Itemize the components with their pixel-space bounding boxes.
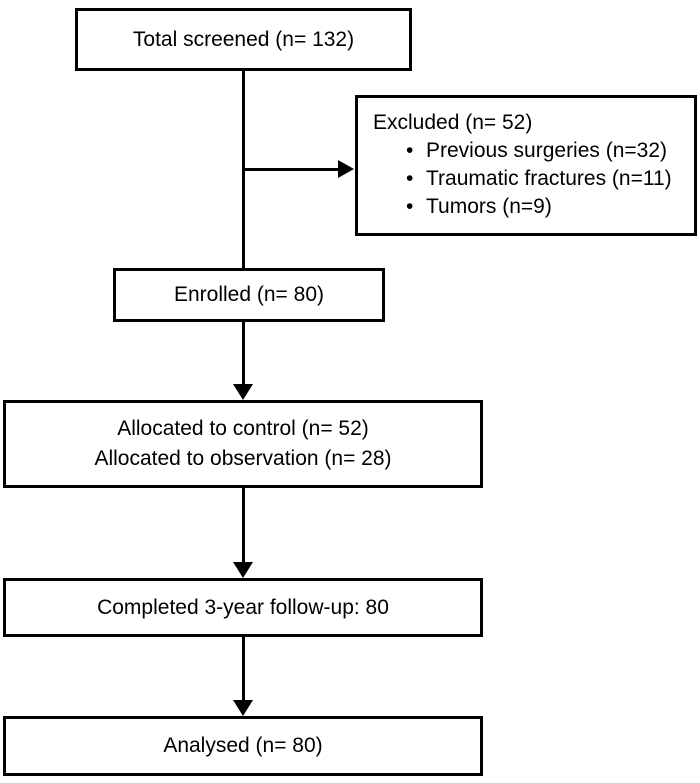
node-total-screened: Total screened (n= 132) (75, 8, 412, 71)
excluded-reason-label: Tumors (n=9) (426, 195, 552, 218)
node-analysed: Analysed (n= 80) (3, 716, 483, 776)
excluded-reasons-list: • Previous surgeries (n=32) • Traumatic fr… (373, 137, 688, 221)
list-item: • Traumatic fractures (n=11) (406, 165, 688, 193)
node-completed-followup-label: Completed 3-year follow-up: 80 (97, 595, 389, 619)
node-enrolled-label: Enrolled (n= 80) (173, 283, 324, 306)
excluded-reason-label: Traumatic fractures (n=11) (426, 167, 672, 190)
node-total-screened-label: Total screened (n= 132) (132, 27, 355, 51)
arrowhead-right-icon (338, 160, 354, 178)
list-item: • Previous surgeries (n=32) (406, 137, 688, 165)
connector-enrolled-to-allocated (242, 322, 245, 384)
node-allocated-line2: Allocated to observation (n= 28) (94, 447, 392, 470)
arrowhead-down-icon (233, 384, 253, 400)
node-analysed-label: Analysed (n= 80) (163, 734, 323, 757)
bullet-icon: • (406, 139, 414, 162)
bullet-icon: • (406, 167, 414, 190)
bullet-icon: • (406, 195, 414, 218)
node-excluded: Excluded (n= 52) • Previous surgeries (n=… (355, 95, 697, 236)
arrowhead-down-icon (233, 700, 253, 716)
connector-branch-to-excluded (243, 168, 339, 171)
node-completed-followup: Completed 3-year follow-up: 80 (3, 578, 483, 637)
list-item: • Tumors (n=9) (406, 193, 688, 221)
connector-allocated-to-completed (242, 488, 245, 562)
connector-completed-to-analysed (242, 637, 245, 700)
node-allocated-line1: Allocated to control (n= 52) (117, 417, 369, 440)
excluded-reason-label: Previous surgeries (n=32) (426, 139, 668, 162)
node-allocated: Allocated to control (n= 52) Allocated t… (3, 400, 483, 488)
node-excluded-label: Excluded (n= 52) (373, 111, 533, 134)
arrowhead-down-icon (233, 562, 253, 578)
node-enrolled: Enrolled (n= 80) (113, 268, 385, 322)
